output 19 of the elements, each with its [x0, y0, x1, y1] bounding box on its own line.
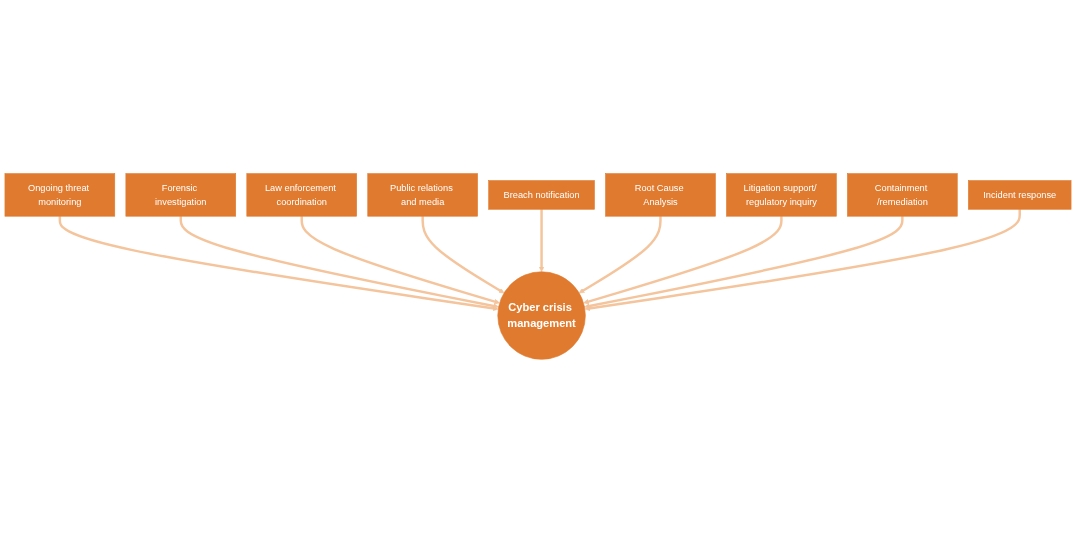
node-box: Incident response	[968, 180, 1072, 210]
arrow	[538, 209, 545, 272]
arrow	[179, 216, 499, 309]
arrow	[421, 216, 505, 294]
arrow	[583, 216, 783, 305]
node-box: Root Cause Analysis	[605, 173, 716, 217]
node-box: Breach notification	[488, 180, 595, 210]
node-box: Forensic investigation	[125, 173, 236, 217]
arrow	[300, 216, 500, 305]
node-box: Containment /remediation	[847, 173, 958, 217]
node-circle: Cyber crisis management	[497, 271, 586, 360]
node-box: Law enforcement coordination	[246, 173, 357, 217]
arrow	[584, 209, 1021, 312]
arrow	[584, 216, 904, 309]
node-box: Ongoing threat monitoring	[4, 173, 116, 217]
node-box: Public relations and media	[367, 173, 478, 217]
arrow	[578, 216, 662, 294]
node-box: Litigation support/ regulatory inquiry	[726, 173, 837, 217]
arrow	[58, 216, 499, 312]
